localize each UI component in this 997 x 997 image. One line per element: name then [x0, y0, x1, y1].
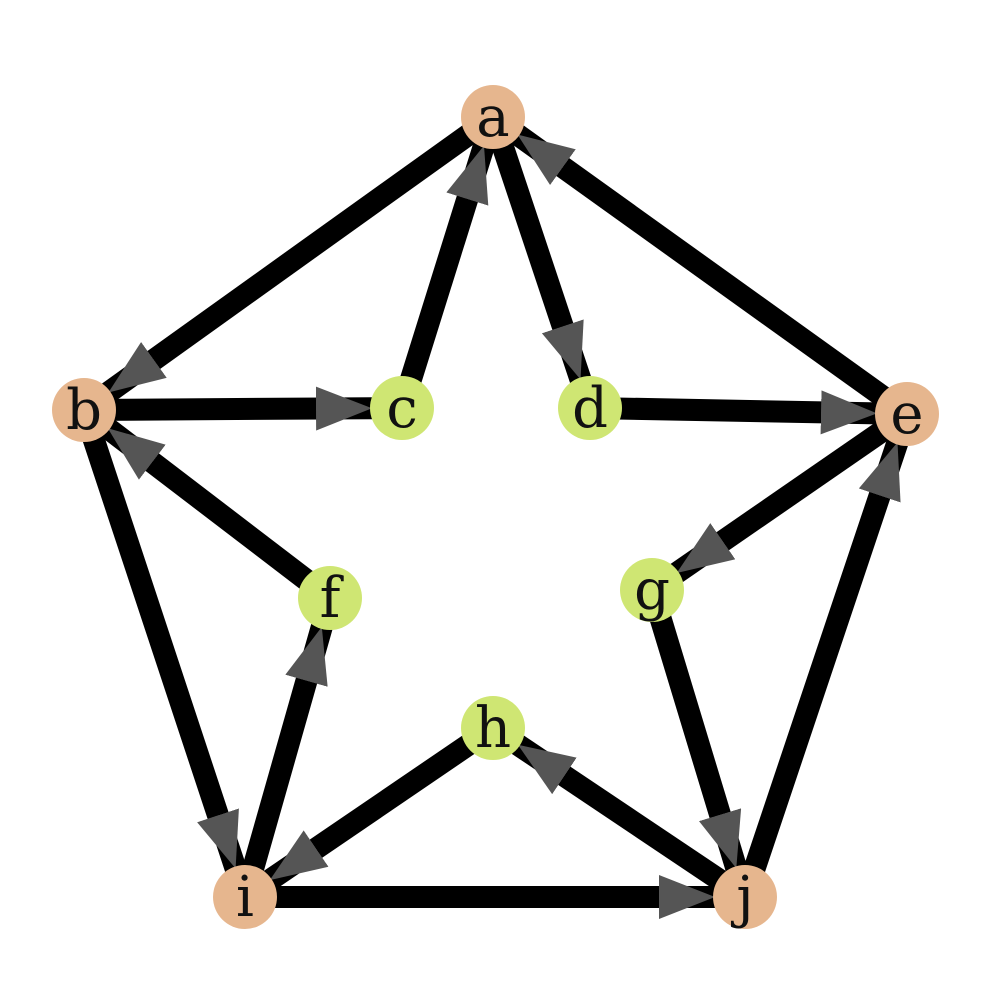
node-circle-b: [52, 378, 116, 442]
edge-h-to-i: [263, 726, 489, 890]
node-label-a: a: [476, 85, 509, 150]
node-label-e: e: [890, 382, 923, 447]
node-label-j: j: [730, 865, 753, 930]
node-c: c: [370, 376, 434, 441]
node-circle-a: [461, 85, 525, 149]
edge-b-to-i: [77, 418, 247, 872]
nodes: a b c d e f g h i j: [52, 85, 939, 930]
node-circle-i: [213, 865, 277, 929]
node-label-i: i: [236, 865, 254, 930]
edge-i-to-f: [237, 623, 333, 888]
node-circle-f: [298, 566, 362, 630]
edge-a-to-b: [101, 115, 490, 402]
node-label-b: b: [66, 378, 102, 443]
node-label-g: g: [634, 558, 670, 623]
node-label-d: d: [572, 376, 608, 441]
node-circle-h: [461, 696, 525, 760]
node-i: i: [213, 865, 277, 930]
edge-e-to-a: [510, 125, 904, 416]
node-f: f: [298, 566, 362, 631]
node-b: b: [52, 378, 116, 443]
node-j: j: [713, 865, 777, 930]
edge-c-to-a: [395, 142, 495, 400]
edge-j-to-h: [511, 735, 741, 900]
node-label-c: c: [386, 376, 417, 441]
node-h: h: [461, 696, 525, 761]
node-circle-c: [370, 376, 434, 440]
node-circle-e: [875, 382, 939, 446]
node-g: g: [620, 558, 684, 623]
node-d: d: [558, 376, 622, 441]
edge-b-to-c: [96, 386, 373, 431]
node-circle-d: [558, 376, 622, 440]
edge-a-to-d: [486, 125, 591, 383]
node-circle-g: [620, 558, 684, 622]
edge-j-to-e: [738, 438, 908, 889]
edge-f-to-b: [101, 419, 327, 599]
edge-g-to-j: [645, 599, 747, 872]
node-circle-j: [713, 865, 777, 929]
edges: [77, 115, 908, 919]
node-a: a: [461, 85, 525, 150]
node-label-h: h: [475, 696, 511, 761]
edge-d-to-e: [602, 390, 878, 435]
node-e: e: [875, 382, 939, 447]
